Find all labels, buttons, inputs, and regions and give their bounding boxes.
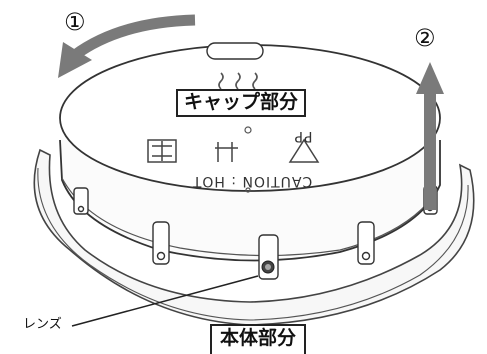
cap-top bbox=[59, 44, 441, 192]
cap-part-label: キャップ部分 bbox=[176, 89, 307, 117]
body-part-label: 本体部分 bbox=[210, 324, 307, 354]
mark-middle bbox=[215, 142, 238, 162]
cap-slot bbox=[206, 42, 264, 60]
lens-leader-line bbox=[71, 275, 259, 327]
clip-hole bbox=[361, 251, 371, 261]
clip-hole bbox=[77, 205, 85, 213]
step-2-marker: ② bbox=[414, 24, 436, 52]
steam-icon bbox=[218, 72, 258, 90]
clip-tabs bbox=[73, 185, 438, 280]
lift-arrow-icon bbox=[416, 62, 444, 210]
body-base bbox=[33, 148, 475, 326]
lens bbox=[261, 260, 275, 274]
rotate-arrow-icon bbox=[58, 14, 196, 78]
lens-label: レンズ bbox=[23, 317, 62, 332]
clip-tab bbox=[152, 221, 170, 265]
reversed-symbols bbox=[147, 138, 320, 163]
recycle-icon bbox=[288, 138, 320, 163]
mark-square bbox=[147, 139, 177, 163]
recycle-mark-text: PP bbox=[294, 128, 313, 144]
small-dot bbox=[244, 126, 252, 134]
clip-tab bbox=[357, 221, 375, 265]
clip-hole bbox=[156, 251, 166, 261]
small-dot bbox=[245, 187, 251, 193]
step-1-marker: ① bbox=[64, 8, 86, 36]
clip-tab bbox=[73, 187, 89, 215]
caution-text: CAUTION : HOT bbox=[192, 173, 313, 189]
